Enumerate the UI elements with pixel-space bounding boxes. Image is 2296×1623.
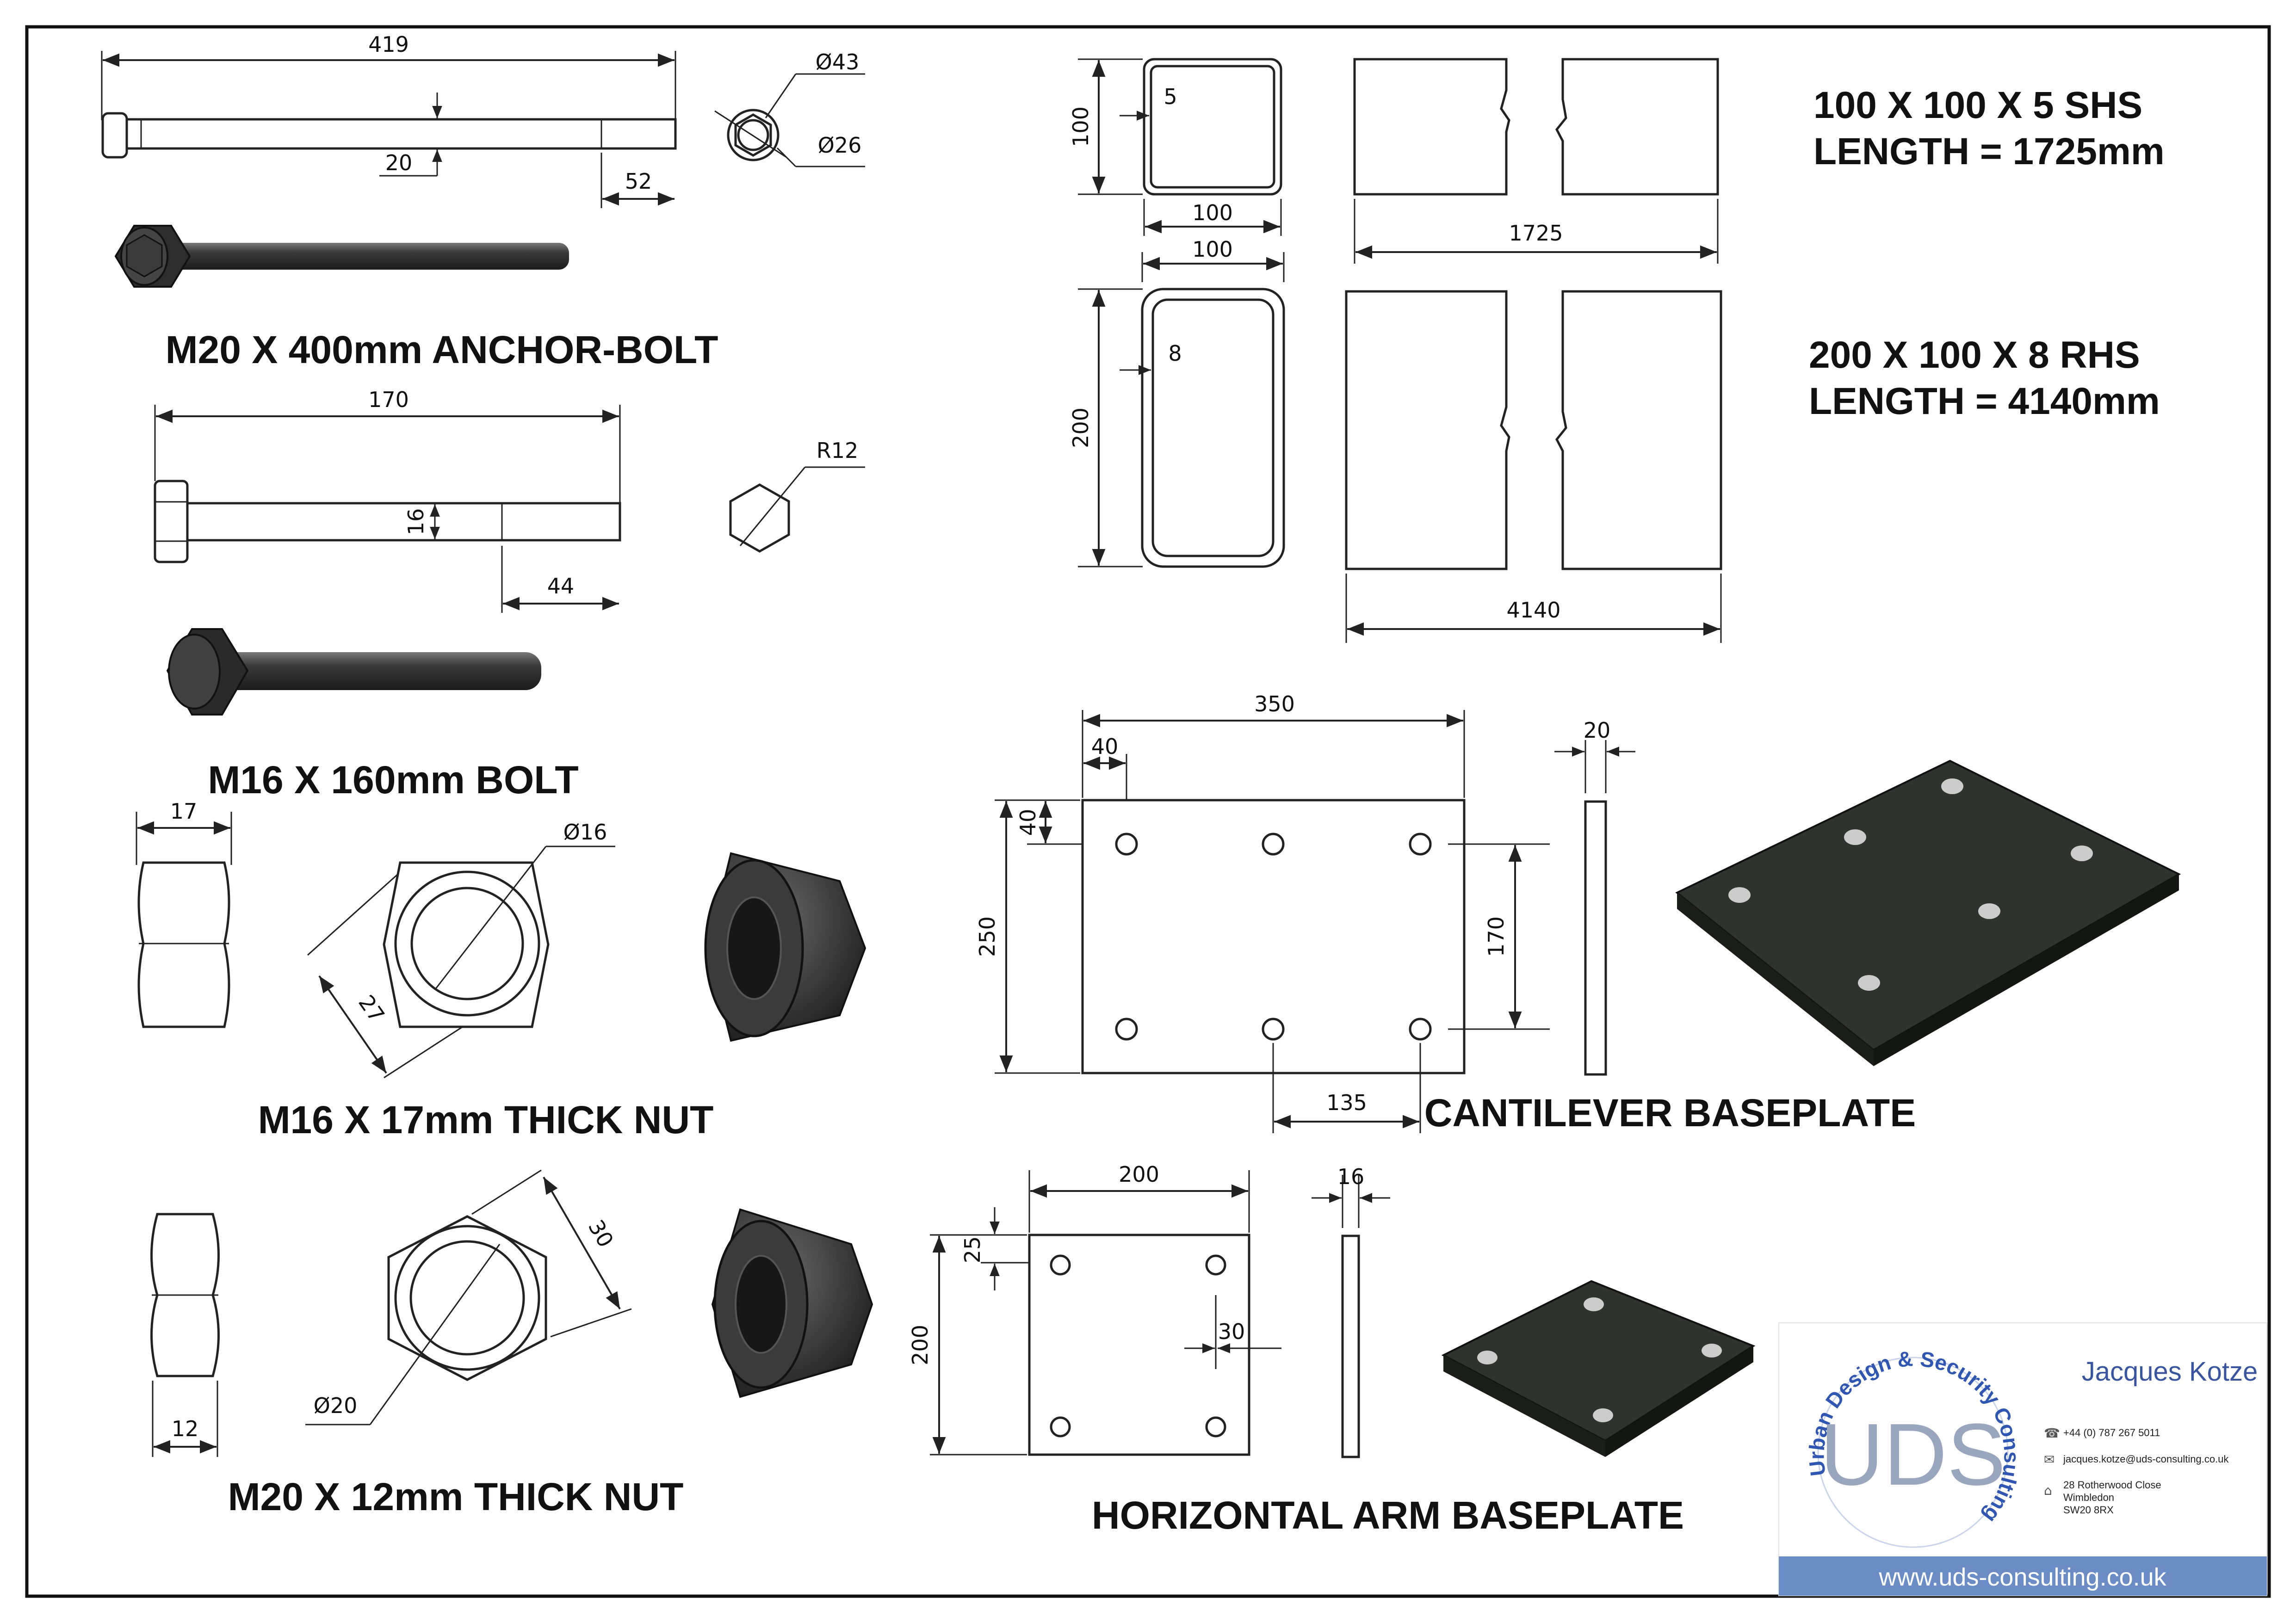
cantilever-title: CANTILEVER BASEPLATE xyxy=(1424,1091,1916,1135)
anchor-bolt-drawing: 419 20 52 Ø43 Ø26 M20 X 400mm ANCHOR-BOL… xyxy=(101,32,865,371)
m16-bolt-drawing: 170 16 44 R12 M16 X 160mm BOLT xyxy=(154,387,865,802)
cant-pitch-y-dim: 170 xyxy=(1484,916,1509,957)
cant-edge-x-dim: 40 xyxy=(1091,734,1119,759)
nut20-across-dim: 30 xyxy=(583,1216,619,1252)
cant-height-dim: 250 xyxy=(975,916,1000,957)
email-icon: ✉ xyxy=(2044,1452,2055,1467)
card-address2: Wimbledon xyxy=(2063,1492,2114,1503)
cant-pitch-x-dim: 135 xyxy=(1326,1090,1367,1115)
rhs-length-dim: 4140 xyxy=(1506,598,1560,623)
card-email: jacques.kotze@uds-consulting.co.uk xyxy=(2063,1453,2229,1465)
sheet-border xyxy=(25,25,2271,1598)
rhs-title-line2: LENGTH = 4140mm xyxy=(1809,380,2160,422)
rhs-title-line1: 200 X 100 X 8 RHS xyxy=(1809,334,2140,376)
cant-edge-y-dim: 40 xyxy=(1015,809,1040,836)
shs-width-dim: 100 xyxy=(1192,200,1233,225)
card-url[interactable]: www.uds-consulting.co.uk xyxy=(1878,1563,2166,1591)
rhs-width-dim: 100 xyxy=(1192,237,1233,262)
anchor-od-dim: Ø43 xyxy=(816,49,860,74)
home-icon: ⌂ xyxy=(2044,1483,2052,1498)
nut20-title: M20 X 12mm THICK NUT xyxy=(228,1475,684,1518)
arm-thickness-dim: 16 xyxy=(1337,1164,1365,1189)
m16-nut-drawing: 17 Ø16 27 M16 X 17mm THICK NUT xyxy=(136,799,866,1142)
card-name: Jacques Kotze xyxy=(2082,1357,2258,1387)
rhs-drawing: 100 200 8 4140 200 X 100 X 8 RHS LENGTH … xyxy=(1068,237,2160,643)
bolt-length-dim: 170 xyxy=(368,387,409,412)
cant-thickness-dim: 20 xyxy=(1584,718,1611,743)
arm-width-dim: 200 xyxy=(1119,1162,1159,1187)
bolt-radius-dim: R12 xyxy=(817,438,859,463)
anchor-dia-dim: 20 xyxy=(385,150,413,175)
bolt-title: M16 X 160mm BOLT xyxy=(208,758,578,802)
card-monogram: UDS xyxy=(1820,1406,2005,1504)
anchor-id-dim: Ø26 xyxy=(818,133,862,158)
shs-title-line2: LENGTH = 1725mm xyxy=(1813,130,2165,173)
shs-height-dim: 100 xyxy=(1068,106,1093,147)
anchor-thread-dim: 52 xyxy=(625,169,652,194)
card-phone: +44 (0) 787 267 5011 xyxy=(2063,1427,2160,1438)
cantilever-baseplate-drawing: 350 40 40 250 170 135 20 xyxy=(975,691,2181,1135)
anchor-bolt-title: M20 X 400mm ANCHOR-BOLT xyxy=(166,328,718,371)
nut20-hole-dim: Ø20 xyxy=(314,1393,358,1418)
shs-drawing: 100 5 100 1725 100 X 100 X 5 SHS LENGTH … xyxy=(1068,58,2165,264)
card-address1: 28 Rotherwood Close xyxy=(2063,1479,2161,1491)
shs-wall-dim: 5 xyxy=(1163,84,1177,109)
arm-edge-y-dim: 25 xyxy=(960,1236,985,1264)
card-address3: SW20 8RX xyxy=(2063,1504,2114,1516)
arm-baseplate-drawing: 200 25 200 30 16 HORIZONTAL ARM BASEPLAT… xyxy=(908,1162,1756,1537)
nut16-thickness-dim: 17 xyxy=(170,799,198,824)
cant-width-dim: 350 xyxy=(1254,691,1295,716)
phone-icon: ☎ xyxy=(2044,1426,2060,1441)
rhs-height-dim: 200 xyxy=(1068,407,1093,448)
business-card: Urban Design & Security Consulting UDS J… xyxy=(1778,1322,2267,1596)
anchor-length-dim: 419 xyxy=(368,32,409,57)
rhs-wall-dim: 8 xyxy=(1168,341,1182,366)
nut16-title: M16 X 17mm THICK NUT xyxy=(258,1098,714,1142)
arm-height-dim: 200 xyxy=(908,1325,933,1365)
nut20-thickness-dim: 12 xyxy=(172,1416,199,1441)
nut16-across-dim: 27 xyxy=(353,990,390,1027)
m20-nut-drawing: 12 Ø20 30 M20 X 12mm THICK NUT xyxy=(150,1169,873,1518)
arm-title: HORIZONTAL ARM BASEPLATE xyxy=(1092,1493,1684,1537)
shs-length-dim: 1725 xyxy=(1509,221,1563,246)
nut16-hole-dim: Ø16 xyxy=(563,820,607,845)
arm-gap-dim: 30 xyxy=(1218,1319,1245,1344)
bolt-thread-dim: 44 xyxy=(547,574,575,599)
shs-title-line1: 100 X 100 X 5 SHS xyxy=(1813,84,2142,126)
bolt-dia-dim: 16 xyxy=(403,508,428,536)
